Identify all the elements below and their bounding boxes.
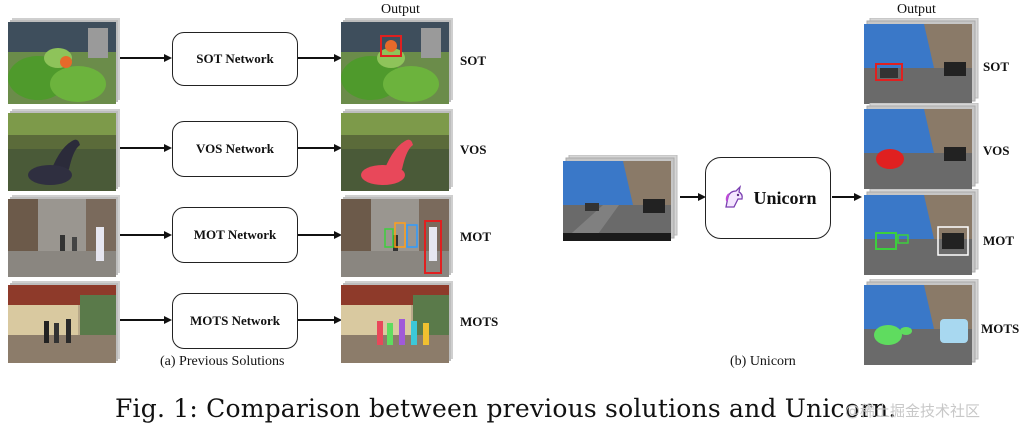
left-output-label: Output xyxy=(381,2,420,17)
unicorn-mot-label: MOT xyxy=(983,233,1015,248)
unicorn-icon xyxy=(724,185,743,208)
mots-network-box: MOTS Network xyxy=(172,293,298,349)
sot-input-image xyxy=(8,18,120,104)
sot-network-box: SOT Network xyxy=(172,32,298,86)
vos-input-image xyxy=(8,109,120,191)
mot-arrow-out xyxy=(298,231,342,239)
unicorn-input-image xyxy=(563,155,678,241)
sot-arrow-in xyxy=(120,54,172,62)
vos-network-label: VOS Network xyxy=(195,141,275,156)
left-panel-caption: (a) Previous Solutions xyxy=(160,354,285,369)
mot-input-image xyxy=(8,195,120,277)
figure-caption: Fig. 1: Comparison between previous solu… xyxy=(115,394,897,423)
unicorn-sot-label: SOT xyxy=(983,59,1010,74)
sot-output-image xyxy=(341,18,453,104)
watermark: @稀土掘金技术社区 xyxy=(845,402,981,420)
sot-network-label: SOT Network xyxy=(196,51,274,66)
vos-output-image xyxy=(341,109,453,191)
mot-output-image xyxy=(341,195,453,277)
sot-arrow-out xyxy=(298,54,342,62)
unicorn-mots-label: MOTS xyxy=(981,321,1020,336)
mots-network-label: MOTS Network xyxy=(190,313,280,328)
unicorn-sot-output-image xyxy=(864,18,979,104)
unicorn-mots-output-image xyxy=(864,279,979,365)
unicorn-arrow-in xyxy=(680,193,706,201)
mot-network-label: MOT Network xyxy=(193,227,277,242)
unicorn-model-label: Unicorn xyxy=(753,187,817,208)
mot-arrow-in xyxy=(120,231,172,239)
unicorn-model-box: Unicorn xyxy=(705,157,831,239)
unicorn-arrow-out xyxy=(832,193,862,201)
mots-output-image xyxy=(341,281,453,363)
mot-task-label: MOT xyxy=(460,229,492,244)
sot-task-label: SOT xyxy=(460,53,487,68)
mots-arrow-out xyxy=(298,316,342,324)
unicorn-mot-output-image xyxy=(864,189,979,275)
vos-arrow-in xyxy=(120,144,172,152)
mots-task-label: MOTS xyxy=(460,314,499,329)
mot-network-box: MOT Network xyxy=(172,207,298,263)
unicorn-vos-label: VOS xyxy=(983,143,1010,158)
vos-arrow-out xyxy=(298,144,342,152)
vos-task-label: VOS xyxy=(460,142,487,157)
right-output-label: Output xyxy=(897,2,936,17)
mots-arrow-in xyxy=(120,316,172,324)
unicorn-vos-output-image xyxy=(864,103,979,189)
mots-input-image xyxy=(8,281,120,363)
right-panel-caption: (b) Unicorn xyxy=(730,354,796,369)
vos-network-box: VOS Network xyxy=(172,121,298,177)
